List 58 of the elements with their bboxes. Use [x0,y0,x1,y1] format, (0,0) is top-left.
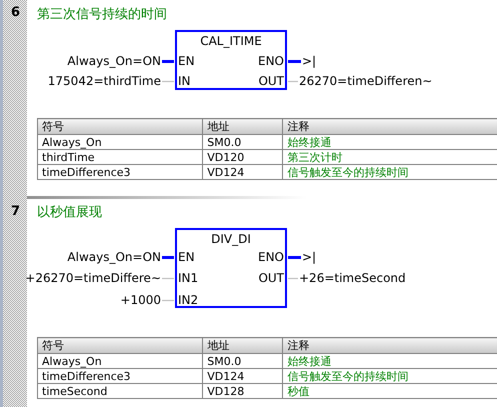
header-cell: 地址 [202,338,283,354]
header-cell: 符号 [38,338,203,354]
header-cell: 注释 [282,118,497,134]
operand-label: +1000 [120,293,161,307]
table-cell: Always_On [38,134,203,150]
table-cell: thirdTime [38,150,203,164]
table-cell: VD120 [202,150,283,164]
table-cell: timeSecond [38,384,203,398]
pin-label: EN [178,54,195,68]
table-cell: 始终接通 [282,354,497,368]
pin-label: IN2 [178,293,198,307]
function-block [175,30,287,90]
connection-line [162,300,174,302]
table-cell: SM0.0 [202,134,283,150]
output-label: 26270=timeDifferen~ [299,74,432,88]
header-cell: 地址 [202,118,283,134]
operand-label: 175042=thirdTime [48,74,161,88]
pin-label: ENO [258,250,284,264]
connection-line [162,256,174,259]
table-cell: 第三次计时 [282,150,497,164]
table-cell: Always_On [38,354,203,368]
output-label: +26=timeSecond [299,271,406,285]
connection-line [288,80,298,82]
pin-label: OUT [258,271,284,285]
operand-label: Always_On=ON [67,250,161,264]
connection-line [162,278,174,280]
connection-line [288,60,301,63]
pin-label: IN1 [178,271,198,285]
table-cell: SM0.0 [202,354,283,368]
output-label: >| [302,54,316,68]
network-title: 以秒值展现 [37,204,102,221]
network-title: 第三次信号持续的时间 [37,6,167,23]
table-cell: VD124 [202,368,283,384]
connection-line [162,80,174,82]
block-name: DIV_DI [210,232,252,246]
output-label: >| [302,250,316,264]
table-cell: 信号触发至今的持续时间 [282,164,497,180]
operand-label: +26270=timeDiffere~ [25,271,161,285]
pin-label: IN [178,74,191,88]
table-cell: timeDifference3 [38,164,203,180]
header-cell: 符号 [38,118,203,134]
header-cell: 注释 [282,338,497,354]
connection-line [162,60,174,63]
table-cell: VD124 [202,164,283,180]
connection-line [288,278,298,280]
table-cell: 秒值 [282,384,497,398]
table-cell: timeDifference3 [38,368,203,384]
block-name: CAL_ITIME [199,34,263,48]
pin-label: ENO [258,54,284,68]
table-cell: 信号触发至今的持续时间 [282,368,497,384]
table-cell: VD128 [202,384,283,398]
table-cell: 始终接通 [282,134,497,150]
network-number: 6 [11,5,20,20]
operand-label: Always_On=ON [67,54,161,68]
pin-label: EN [178,250,195,264]
function-block [175,228,287,308]
pin-label: OUT [258,74,284,88]
connection-line [288,256,301,259]
